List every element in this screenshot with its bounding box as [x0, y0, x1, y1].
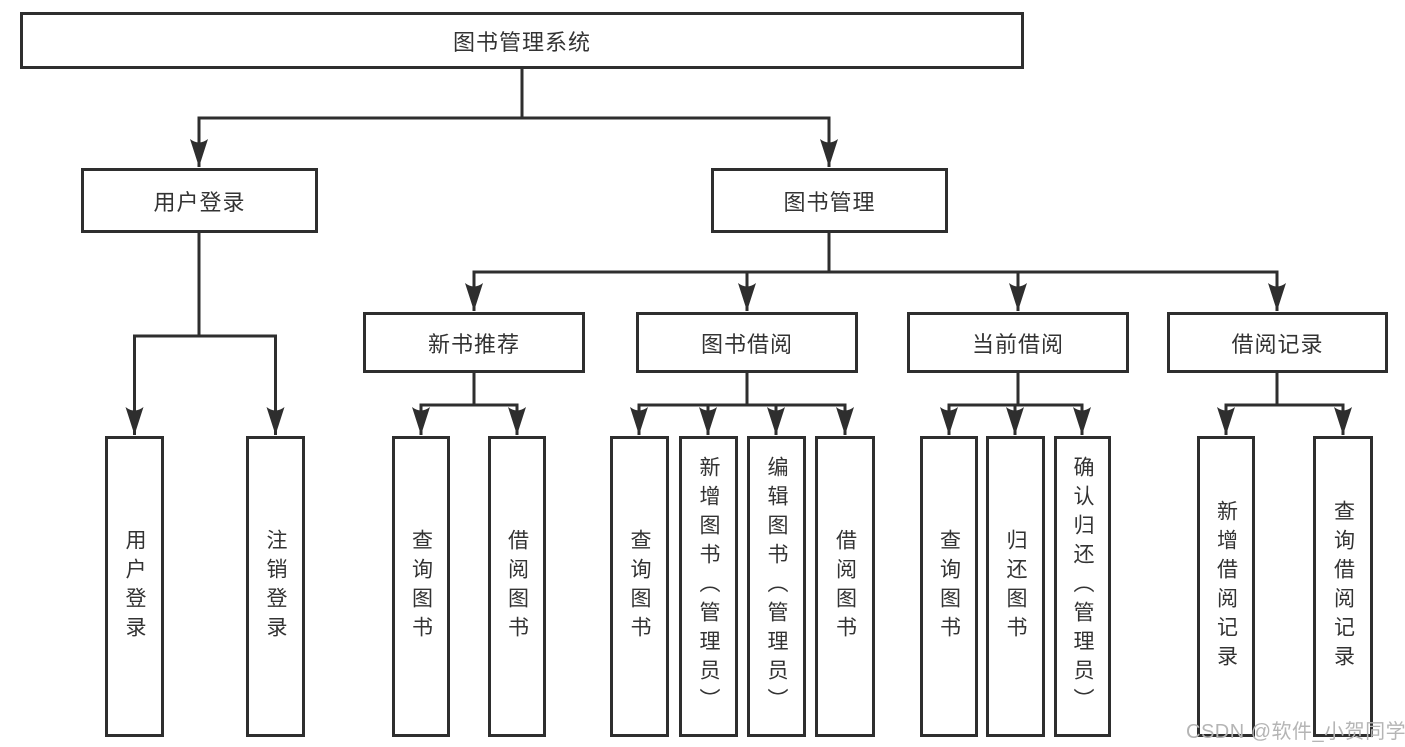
leaf-add-borrow-record: 新增借阅记录 — [1197, 436, 1255, 737]
node-root-system: 图书管理系统 — [20, 12, 1024, 69]
node-new-book-recommend: 新书推荐 — [363, 312, 585, 373]
leaf-query-books-borrowing: 查询图书 — [610, 436, 669, 737]
leaf-query-books-recommend: 查询图书 — [392, 436, 450, 737]
leaf-query-borrow-record: 查询借阅记录 — [1313, 436, 1373, 737]
leaf-label: 用户登录 — [123, 528, 146, 645]
node-current-borrowing: 当前借阅 — [907, 312, 1129, 373]
leaf-query-books-current: 查询图书 — [920, 436, 978, 737]
leaf-logout: 注销登录 — [246, 436, 305, 737]
leaf-borrow-books-borrowing: 借阅图书 — [815, 436, 875, 737]
leaf-label: 注销登录 — [264, 528, 287, 645]
leaf-label: 查询图书 — [628, 528, 651, 645]
leaf-edit-book-admin: 编辑图书（管理员） — [747, 436, 806, 737]
leaf-label: 确认归还（管理员） — [1071, 456, 1094, 717]
node-borrowing-records: 借阅记录 — [1167, 312, 1388, 373]
leaf-return-books: 归还图书 — [986, 436, 1045, 737]
leaf-user-login: 用户登录 — [105, 436, 164, 737]
leaf-label: 新增图书（管理员） — [697, 456, 720, 717]
leaf-label: 借阅图书 — [833, 528, 857, 645]
leaf-label: 借阅图书 — [505, 528, 529, 645]
node-book-management: 图书管理 — [711, 168, 948, 233]
node-book-borrowing: 图书借阅 — [636, 312, 858, 373]
leaf-add-book-admin: 新增图书（管理员） — [679, 436, 738, 737]
leaf-label: 编辑图书（管理员） — [765, 456, 788, 717]
leaf-label: 查询图书 — [409, 528, 433, 645]
node-user-login: 用户登录 — [81, 168, 318, 233]
leaf-label: 归还图书 — [1004, 528, 1027, 645]
leaf-label: 查询图书 — [937, 528, 961, 645]
leaf-confirm-return-admin: 确认归还（管理员） — [1054, 436, 1111, 737]
csdn-watermark: CSDN @软件_小贺同学 — [1186, 721, 1405, 743]
leaf-borrow-books-recommend: 借阅图书 — [488, 436, 546, 737]
leaf-label: 新增借阅记录 — [1214, 499, 1238, 674]
leaf-label: 查询借阅记录 — [1331, 499, 1355, 674]
